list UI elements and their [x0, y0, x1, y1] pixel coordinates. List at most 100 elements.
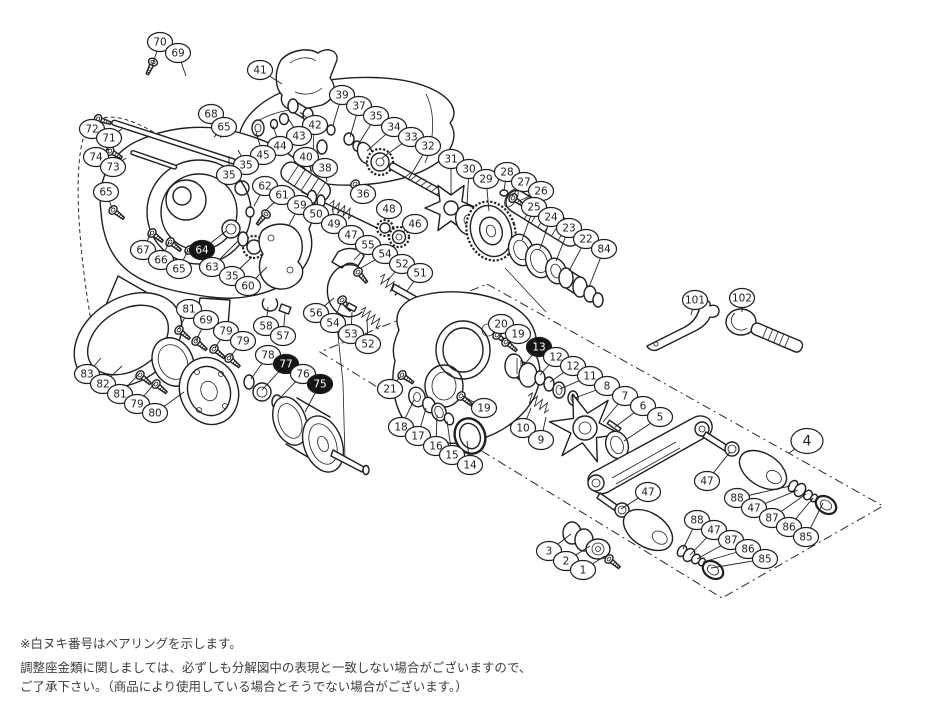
svg-text:66: 66 — [154, 254, 168, 266]
svg-text:35: 35 — [225, 270, 238, 282]
bearing-64 — [222, 220, 240, 238]
callout-69: 69 — [194, 311, 219, 330]
svg-text:69: 69 — [171, 47, 184, 59]
callout-69: 69 — [166, 44, 191, 63]
svg-text:87: 87 — [765, 512, 778, 524]
svg-text:35: 35 — [222, 169, 235, 181]
svg-text:79: 79 — [219, 325, 232, 337]
callout-86: 86 — [736, 540, 761, 559]
svg-text:24: 24 — [544, 211, 558, 223]
svg-text:61: 61 — [275, 189, 288, 201]
svg-text:33: 33 — [404, 131, 417, 143]
callout-71: 71 — [97, 129, 122, 148]
svg-text:26: 26 — [534, 185, 548, 197]
svg-text:44: 44 — [273, 140, 287, 152]
callout-46: 46 — [403, 215, 428, 234]
callout-32: 32 — [416, 137, 441, 156]
svg-text:60: 60 — [241, 280, 254, 292]
svg-text:82: 82 — [96, 378, 109, 390]
svg-text:47: 47 — [747, 502, 760, 514]
callout-36: 36 — [351, 185, 376, 204]
svg-text:19: 19 — [477, 402, 490, 414]
svg-text:2: 2 — [563, 555, 570, 567]
svg-text:47: 47 — [344, 229, 357, 241]
callout-101: 101 — [683, 291, 708, 310]
svg-text:75: 75 — [313, 378, 326, 390]
svg-text:73: 73 — [106, 161, 119, 173]
svg-text:29: 29 — [479, 173, 492, 185]
svg-text:15: 15 — [445, 449, 458, 461]
svg-text:77: 77 — [279, 358, 292, 370]
washer-note-line1: 調整座金類に関しましては、必ずしも分解図中の表現と一致しない場合がございますので… — [20, 660, 532, 675]
callout-102: 102 — [730, 289, 755, 308]
clip-28 — [500, 190, 508, 196]
svg-text:4: 4 — [803, 434, 812, 450]
callout-29: 29 — [474, 170, 499, 189]
svg-text:47: 47 — [707, 524, 720, 536]
callout-19: 19 — [472, 399, 497, 418]
svg-text:84: 84 — [597, 243, 611, 255]
callout-24: 24 — [539, 208, 564, 227]
svg-text:83: 83 — [80, 368, 93, 380]
svg-text:12: 12 — [566, 360, 579, 372]
rod-73 — [130, 150, 177, 169]
svg-text:88: 88 — [730, 492, 743, 504]
callout-57: 57 — [271, 327, 296, 346]
svg-text:52: 52 — [361, 338, 374, 350]
footnotes: ※白ヌキ番号はベアリングを示します。 調整座金類に関しましては、必ずしも分解図中… — [20, 634, 920, 696]
cap-14 — [450, 414, 491, 458]
callout-6: 6 — [631, 397, 656, 416]
svg-text:19: 19 — [511, 328, 524, 340]
svg-text:65: 65 — [99, 186, 112, 198]
callout-5: 5 — [648, 408, 673, 427]
svg-text:52: 52 — [395, 258, 408, 270]
callout-19: 19 — [506, 325, 531, 344]
tools-group — [647, 300, 804, 354]
bearing-47-upper — [725, 442, 739, 456]
svg-text:74: 74 — [89, 151, 103, 163]
spool-sideplate-group — [56, 273, 369, 478]
callout-22: 22 — [574, 230, 599, 249]
clip-62 — [246, 207, 254, 217]
callout-31: 31 — [439, 150, 464, 169]
svg-text:55: 55 — [361, 239, 374, 251]
wrench-tool-102 — [726, 309, 804, 354]
svg-text:79: 79 — [130, 398, 143, 410]
callout-52: 52 — [356, 335, 381, 354]
svg-text:63: 63 — [205, 261, 218, 273]
cap-85-upper — [812, 492, 839, 517]
star-drag-group — [505, 354, 632, 462]
callout-28: 28 — [495, 163, 520, 182]
svg-text:57: 57 — [276, 330, 289, 342]
svg-text:31: 31 — [444, 153, 457, 165]
svg-text:10: 10 — [516, 422, 529, 434]
svg-text:17: 17 — [411, 430, 424, 442]
svg-text:20: 20 — [494, 318, 507, 330]
clutch-bar-part — [276, 50, 337, 110]
svg-text:67: 67 — [136, 244, 149, 256]
bearing-note: ※白ヌキ番号はベアリングを示します。 — [20, 636, 242, 651]
callout-67: 67 — [131, 241, 156, 260]
callout-54: 54 — [321, 314, 346, 333]
callout-43: 43 — [287, 127, 312, 146]
callout-10: 10 — [511, 419, 536, 438]
svg-text:36: 36 — [356, 188, 370, 200]
callout-15: 15 — [440, 446, 465, 465]
callout-35: 35 — [364, 107, 389, 126]
svg-text:102: 102 — [732, 292, 752, 304]
svg-text:47: 47 — [641, 486, 654, 498]
knob-upper — [732, 442, 793, 497]
star-7 — [550, 394, 621, 462]
pin-6 — [607, 420, 621, 431]
svg-text:54: 54 — [378, 248, 392, 260]
svg-text:70: 70 — [153, 36, 166, 48]
svg-text:80: 80 — [148, 407, 161, 419]
svg-text:11: 11 — [583, 370, 596, 382]
svg-text:87: 87 — [724, 534, 737, 546]
drive-gear-train — [425, 186, 603, 308]
svg-text:59: 59 — [293, 199, 306, 211]
bearing-77 — [253, 383, 271, 401]
svg-text:38: 38 — [318, 162, 331, 174]
svg-text:62: 62 — [258, 180, 271, 192]
svg-text:14: 14 — [463, 459, 477, 471]
